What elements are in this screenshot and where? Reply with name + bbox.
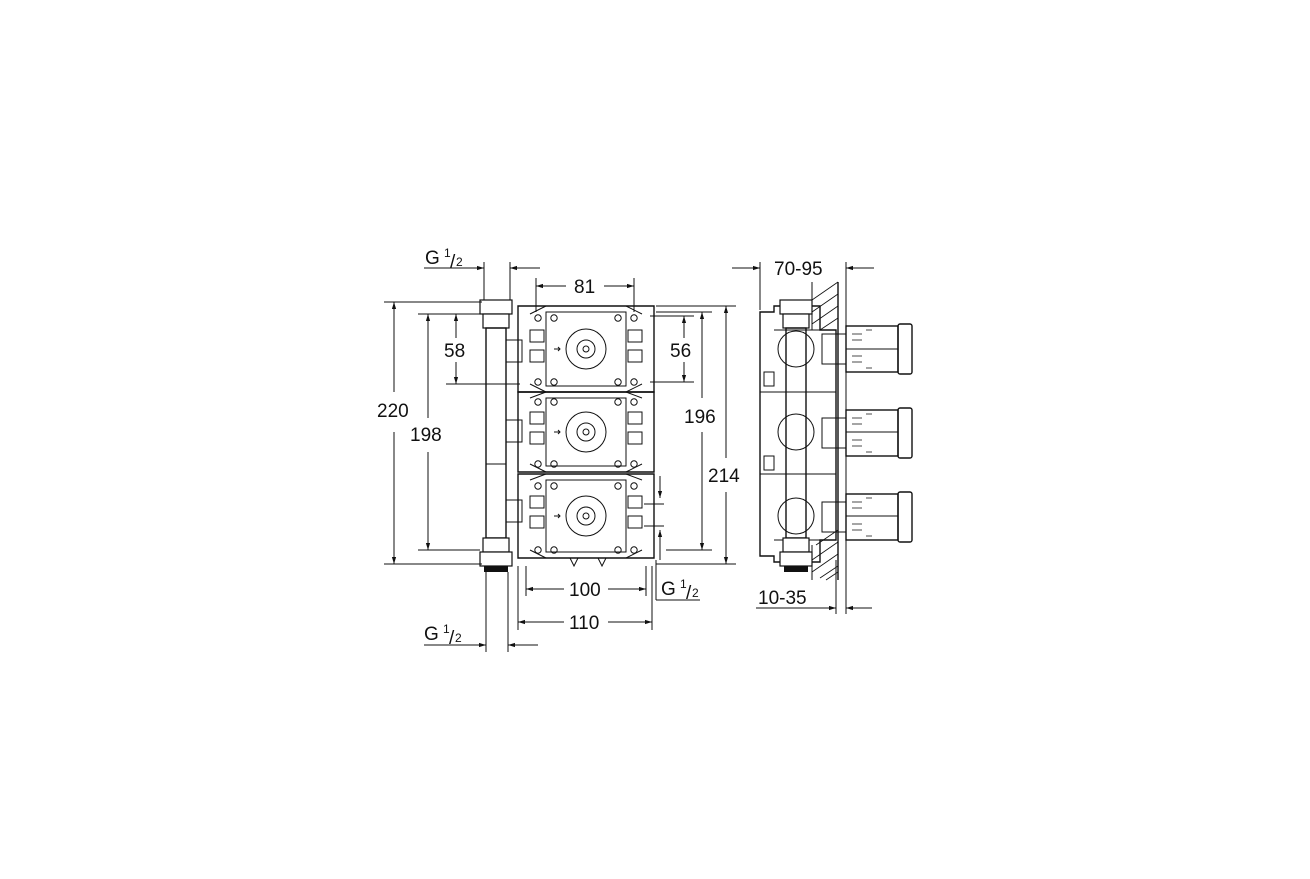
valve-seat bbox=[565, 411, 607, 453]
dim-label-100: 100 bbox=[569, 580, 601, 601]
branch-stub-3 bbox=[506, 499, 523, 523]
svg-text:/: / bbox=[449, 628, 455, 649]
dim-label-70-95: 70-95 bbox=[774, 259, 823, 280]
dim-label-58: 58 bbox=[444, 341, 465, 362]
thread-label-main: G bbox=[424, 624, 439, 645]
valve-module-2 bbox=[517, 391, 655, 473]
thread-label-sub: 2 bbox=[692, 586, 699, 600]
thread-label-sup: 1 bbox=[444, 246, 451, 260]
dim-thread-bottom-left: G 1 / 2 bbox=[424, 572, 538, 652]
svg-text:/: / bbox=[450, 252, 456, 273]
thread-label-sup: 1 bbox=[680, 577, 687, 591]
dim-label-214: 214 bbox=[708, 466, 740, 487]
pipe-nut-top bbox=[479, 299, 513, 315]
dim-depth-70-95: 70-95 bbox=[732, 259, 874, 310]
dim-depth-10-35: 10-35 bbox=[756, 560, 872, 614]
dim-label-10-35: 10-35 bbox=[758, 588, 807, 609]
pipe-thread-bottom bbox=[484, 566, 508, 572]
dim-label-220: 220 bbox=[377, 401, 409, 422]
dim-label-110: 110 bbox=[569, 613, 599, 634]
dim-thread-bottom-right: G 1 / 2 bbox=[655, 560, 700, 604]
dim-width-110: 110 bbox=[517, 566, 653, 634]
branch-stub-2 bbox=[506, 419, 523, 443]
svg-text:/: / bbox=[686, 583, 692, 604]
thread-label-main: G bbox=[425, 248, 440, 269]
supply-pipe-left bbox=[479, 299, 523, 572]
valve-seat bbox=[565, 495, 607, 537]
valve-module-3 bbox=[517, 473, 655, 568]
dim-width-81: 81 bbox=[535, 277, 635, 312]
cartridge-3 bbox=[821, 491, 913, 543]
valve-seat bbox=[565, 328, 607, 370]
outlet-marker bbox=[644, 476, 664, 560]
branch-stub-1 bbox=[506, 339, 523, 363]
front-view: G 1 / 2 81 220 198 bbox=[377, 246, 740, 652]
thread-label-sup: 1 bbox=[443, 622, 450, 636]
thread-label-sub: 2 bbox=[456, 255, 463, 269]
thread-label-main: G bbox=[661, 579, 676, 600]
pipe-nut-bottom bbox=[479, 551, 513, 567]
side-view: 70-95 10-35 bbox=[732, 259, 913, 614]
pipe-collar-top bbox=[482, 313, 510, 329]
cartridge-1 bbox=[821, 323, 913, 375]
wall-section bbox=[811, 281, 847, 581]
dim-height-56: 56 bbox=[650, 315, 694, 383]
thread-label-sub: 2 bbox=[455, 631, 462, 645]
body-profile bbox=[759, 305, 837, 563]
dim-label-56: 56 bbox=[670, 341, 691, 362]
dim-height-196: 196 bbox=[656, 311, 716, 551]
dim-height-220: 220 bbox=[377, 301, 482, 565]
dim-thread-top: G 1 / 2 bbox=[424, 246, 540, 300]
dim-width-100: 100 bbox=[525, 566, 647, 601]
valve-module-1 bbox=[517, 305, 655, 393]
dim-label-81: 81 bbox=[574, 277, 595, 298]
pipe-body bbox=[485, 327, 507, 539]
pipe-collar-bottom bbox=[482, 537, 510, 553]
dim-label-196: 196 bbox=[684, 407, 716, 428]
cartridge-2 bbox=[821, 407, 913, 459]
dim-label-198: 198 bbox=[410, 425, 442, 446]
side-pipe bbox=[777, 299, 815, 572]
dim-height-214: 214 bbox=[656, 305, 740, 565]
dim-height-58: 58 bbox=[444, 313, 520, 385]
